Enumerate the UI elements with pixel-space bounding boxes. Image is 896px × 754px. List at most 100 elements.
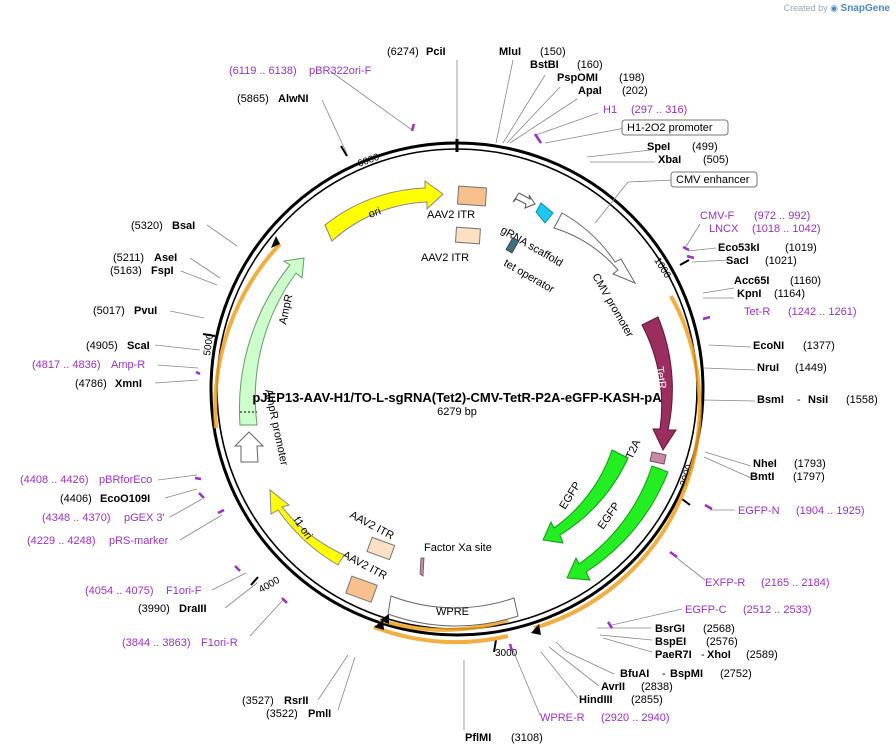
aav2-itr-top-light bbox=[454, 226, 481, 245]
primer-wpre-r-range: (2920 .. 2940) bbox=[601, 712, 670, 724]
orf-arcs bbox=[213, 242, 702, 645]
primer-pbr322ori-f-range: (6119 .. 6138) bbox=[229, 65, 297, 77]
enzyme-nhei: NheI bbox=[753, 458, 777, 470]
enzyme-nsii: NsiI bbox=[808, 394, 828, 406]
enzyme-pos-acc65i: (1160) bbox=[790, 275, 821, 287]
enzyme-saci: SacI bbox=[726, 255, 749, 267]
primer-lncx: LNCX bbox=[709, 223, 739, 235]
tetr-label: TetR bbox=[653, 366, 668, 390]
enzyme-pos-scai: (4905) bbox=[86, 340, 118, 352]
snapgene-credit: Created by ◉ SnapGene bbox=[784, 3, 890, 14]
primer-pbrforeco-range: (4408 .. 4426) bbox=[20, 474, 89, 486]
enzyme-bsrgi: BsrGI bbox=[655, 623, 685, 635]
enzyme-eco53ki: Eco53kI bbox=[718, 242, 760, 254]
leader-lines bbox=[154, 59, 756, 730]
snapgene-brand: SnapGene bbox=[840, 3, 890, 14]
primer-cmv-f-range: (972 .. 992) bbox=[754, 210, 810, 222]
enzyme-bfuai: BfuAI bbox=[620, 668, 649, 680]
enzyme-paer7i: PaeR7I bbox=[655, 649, 692, 661]
enzyme-bsmi: BsmI bbox=[757, 394, 784, 406]
orf-arrowhead-2 bbox=[374, 620, 384, 630]
enzyme-kpni: KpnI bbox=[737, 288, 761, 300]
orf-arc-wpre bbox=[373, 625, 509, 645]
enzyme-pos-pvui: (5017) bbox=[93, 305, 125, 317]
tick-5000: 5000 bbox=[202, 332, 216, 356]
enzyme-xhoi: XhoI bbox=[707, 649, 731, 661]
tick-4000: 4000 bbox=[257, 575, 282, 596]
enzyme-pos-bspei: (2576) bbox=[706, 636, 738, 648]
enzyme-pos-eco53ki: (1019) bbox=[785, 242, 817, 254]
enzyme-pos-bmti: (1797) bbox=[793, 471, 825, 483]
enzyme-alwni: AlwNI bbox=[278, 93, 309, 105]
enzyme-pos-hindiii: (2855) bbox=[631, 694, 663, 706]
egfp-feature-2 bbox=[566, 465, 669, 581]
enzyme-fspi: FspI bbox=[151, 265, 174, 277]
primer-prs-marker: pRS-marker bbox=[109, 535, 169, 547]
enzyme-scai: ScaI bbox=[127, 340, 150, 352]
tick-marks bbox=[202, 145, 691, 653]
enzyme-pvui: PvuI bbox=[134, 305, 157, 317]
egfp-feature-1 bbox=[542, 449, 629, 544]
cmv-promoter-label: CMV promoter bbox=[589, 272, 635, 340]
primer-h1: H1 bbox=[603, 104, 617, 116]
enzyme-pcii: PciI bbox=[426, 46, 446, 58]
enzyme-pos-econi: (1377) bbox=[803, 340, 835, 352]
tick-6000: 6000 bbox=[356, 152, 381, 170]
backbone-inner bbox=[216, 148, 698, 630]
enzyme-pos-nrui: (1449) bbox=[795, 362, 827, 374]
enzyme-bspei: BspEI bbox=[655, 636, 686, 648]
enzyme-pos-pmli: (3522) bbox=[266, 708, 298, 720]
orf-arc-ampr bbox=[213, 242, 282, 429]
factor-xa-label: Factor Xa site bbox=[424, 542, 492, 554]
t2a-feature bbox=[649, 451, 667, 465]
primer-wpre-r: WPRE-R bbox=[540, 712, 585, 724]
enzyme-pos-saci: (1021) bbox=[765, 255, 797, 267]
factor-xa-feature bbox=[419, 557, 425, 577]
enzyme-pos-alwni: (5865) bbox=[237, 93, 269, 105]
orf-arc-tetr-egfp bbox=[533, 295, 702, 630]
tet-operator-feature bbox=[505, 237, 520, 254]
enzyme-bfuai-sep: - bbox=[662, 668, 666, 680]
enzyme-bspmi: BspMI bbox=[670, 668, 703, 680]
enzyme-pos-pcii: (6274) bbox=[387, 46, 419, 58]
h1-promoter-label: H1-2O2 promoter bbox=[627, 122, 713, 134]
h1-promoter-box bbox=[621, 119, 729, 136]
enzyme-pos-rsrii: (3527) bbox=[242, 695, 274, 707]
enzyme-pflmi: PflMI bbox=[465, 732, 491, 744]
enzyme-asei: AseI bbox=[154, 252, 177, 264]
cmv-promoter-feature bbox=[553, 212, 637, 285]
enzyme-pos-spei: (499) bbox=[692, 141, 718, 153]
primer-egfp-n-range: (1904 .. 1925) bbox=[796, 505, 865, 517]
orf-arc-wpre-inner bbox=[379, 618, 509, 632]
enzyme-draiii: DraIII bbox=[179, 603, 207, 615]
enzyme-bsai: BsaI bbox=[172, 220, 195, 232]
enzyme-pos-bstbi: (160) bbox=[577, 59, 603, 71]
primer-marks bbox=[194, 123, 713, 652]
orf-arrowhead-1 bbox=[531, 624, 541, 635]
enzyme-avrii: AvrII bbox=[601, 681, 625, 693]
primer-h1-range: (297 .. 316) bbox=[631, 104, 687, 116]
created-by-text: Created by bbox=[783, 3, 828, 13]
primer-exfp-r: EXFP-R bbox=[705, 577, 745, 589]
enzyme-rsrii: RsrII bbox=[284, 695, 308, 707]
primer-egfp-n: EGFP-N bbox=[738, 505, 780, 517]
enzyme-pos-mlui: (150) bbox=[540, 46, 566, 58]
ori-feature bbox=[324, 180, 444, 242]
enzyme-apai: ApaI bbox=[578, 85, 602, 97]
enzyme-pos-bsrgi: (2568) bbox=[703, 623, 735, 635]
primer-tet-r-range: (1242 .. 1261) bbox=[788, 306, 857, 318]
primer-lncx-range: (1018 .. 1042) bbox=[752, 223, 821, 235]
snapgene-logo-icon: ◉ bbox=[830, 3, 839, 13]
enzyme-pos-bsmi: (1558) bbox=[846, 394, 878, 406]
enzyme-pspomi: PspOMI bbox=[557, 72, 598, 84]
enzyme-xmni: XmnI bbox=[115, 378, 142, 390]
primer-f1ori-r: F1ori-R bbox=[201, 637, 238, 649]
enzyme-econi: EcoNI bbox=[753, 340, 784, 352]
enzyme-ecoo109i: EcoO109I bbox=[100, 493, 150, 505]
ori-label: ori bbox=[367, 205, 383, 220]
enzyme-mlui: MluI bbox=[499, 46, 521, 58]
tick-3000: 3000 bbox=[495, 648, 518, 659]
enzyme-paer7i-sep: - bbox=[701, 649, 705, 661]
enzyme-pos-avrii: (2838) bbox=[641, 681, 673, 693]
